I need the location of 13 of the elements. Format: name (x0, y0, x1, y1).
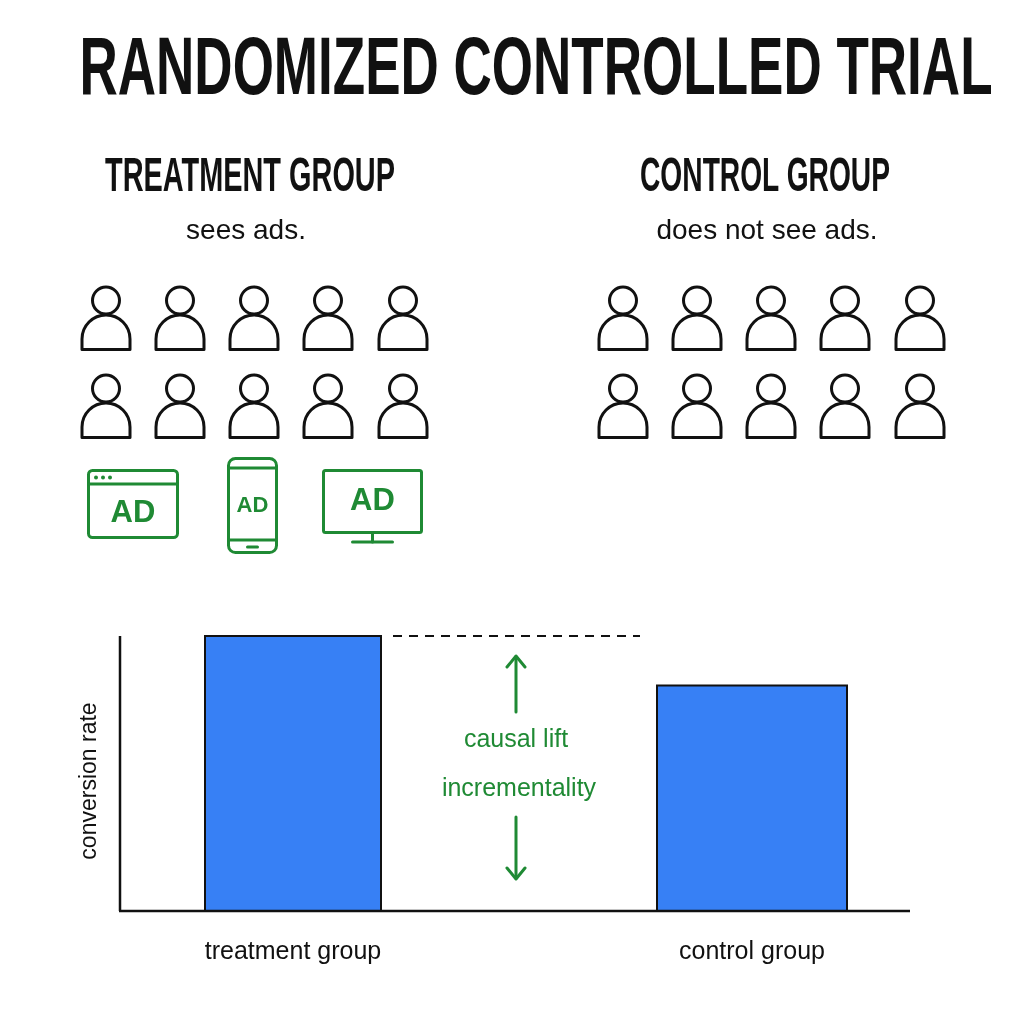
category-label: treatment group (204, 935, 382, 965)
title: RANDOMIZED CONTROLLED TRIAL (79, 25, 993, 107)
annotation-text: incrementality (441, 772, 597, 802)
group-heading: CONTROL GROUP (640, 151, 890, 199)
group-heading: TREATMENT GROUP (105, 151, 395, 199)
annotation-text: causal lift (463, 723, 569, 753)
axis-title: conversion rate (74, 702, 102, 860)
ad-text: AD (236, 492, 269, 518)
group-description: does not see ads. (656, 214, 878, 245)
ad-text: AD (350, 482, 395, 518)
ad-text: AD (110, 494, 156, 530)
group-description: sees ads. (186, 214, 306, 245)
category-label: control group (679, 935, 825, 965)
